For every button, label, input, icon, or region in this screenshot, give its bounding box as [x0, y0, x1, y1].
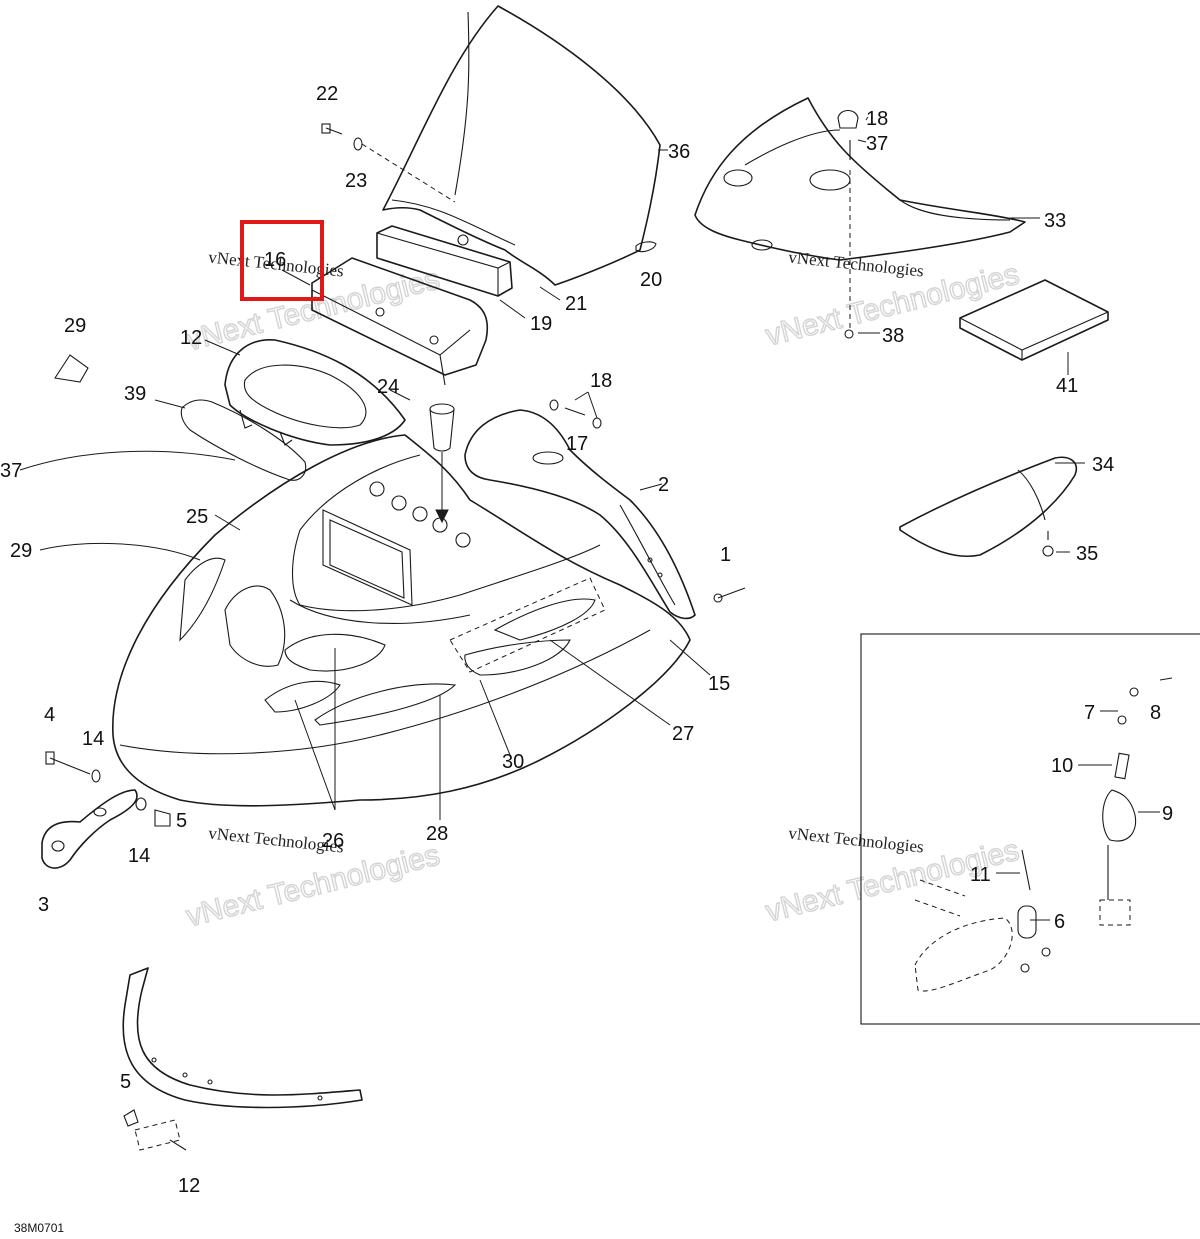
windshield-part [382, 5, 661, 286]
callout-17: 17 [566, 433, 588, 455]
callout-3: 3 [38, 894, 49, 916]
callout-18-mid: 18 [590, 370, 612, 392]
watermark-1: vNext Technologies vNext Technologies [182, 247, 443, 358]
seat-trim-part [180, 399, 307, 481]
callout-39: 39 [124, 383, 146, 405]
callout-5-mid: 5 [176, 810, 187, 832]
callout-29-top: 29 [64, 315, 86, 337]
callout-10: 10 [1051, 755, 1073, 777]
detail-inset [860, 633, 1200, 1025]
highlight-box [240, 220, 324, 301]
callout-14-bottom: 14 [128, 845, 150, 867]
callout-35: 35 [1076, 543, 1098, 565]
callout-22: 22 [316, 83, 338, 105]
foam-pad-part [959, 279, 1109, 361]
callout-12-bottom: 12 [178, 1175, 200, 1197]
callout-27: 27 [672, 723, 694, 745]
leader-lines [19, 116, 1160, 921]
watermark-3: vNext Technologies vNext Technologies [182, 823, 443, 934]
callout-5-bottom: 5 [120, 1071, 131, 1093]
callout-12-top: 12 [180, 327, 202, 349]
callout-33: 33 [1044, 210, 1066, 232]
rail-part [122, 967, 363, 1151]
watermark-small-text: vNext Technologies [788, 823, 925, 856]
callout-16: 16 [264, 249, 286, 271]
hood-part [694, 97, 1026, 261]
callout-4: 4 [44, 704, 55, 726]
callout-9: 9 [1162, 803, 1173, 825]
callout-11: 11 [970, 864, 991, 886]
callout-23: 23 [345, 170, 367, 192]
callout-21: 21 [565, 293, 587, 315]
callout-8: 8 [1150, 702, 1161, 724]
hardware-part [45, 109, 1054, 1151]
bottom-pan-part [112, 434, 691, 807]
callout-20: 20 [640, 269, 662, 291]
callout-28: 28 [426, 823, 448, 845]
plug-part [429, 403, 455, 524]
nose-cover-part [464, 409, 696, 620]
callout-24: 24 [377, 376, 399, 398]
callout-30: 30 [502, 751, 524, 773]
callout-7: 7 [1084, 702, 1095, 724]
callout-37-top: 37 [866, 133, 888, 155]
callout-36: 36 [668, 141, 690, 163]
callout-29-left: 29 [10, 540, 32, 562]
console-housing-part [376, 225, 513, 297]
drawing-code: 38M0701 [14, 1221, 64, 1235]
callout-25: 25 [186, 506, 208, 528]
callout-19: 19 [530, 313, 552, 335]
callout-18-top: 18 [866, 108, 888, 130]
seat-cushion-part [224, 339, 406, 446]
bumper-part [41, 789, 138, 869]
callout-2: 2 [658, 474, 669, 496]
watermark-small-text: vNext Technologies [788, 247, 925, 280]
callout-41: 41 [1056, 375, 1078, 397]
callout-1: 1 [720, 544, 731, 566]
callout-34: 34 [1092, 454, 1114, 476]
callout-38: 38 [882, 325, 904, 347]
callout-6: 6 [1054, 911, 1065, 933]
callout-15: 15 [708, 673, 730, 695]
callout-37-left: 37 [0, 460, 22, 482]
callout-labels: 22 23 36 18 37 33 20 21 19 16 38 41 29 1… [0, 83, 1173, 1197]
headlight-cover-part [899, 456, 1077, 558]
dash-panel-part [311, 257, 489, 386]
callout-14-top: 14 [82, 728, 104, 750]
callout-26: 26 [322, 830, 344, 852]
